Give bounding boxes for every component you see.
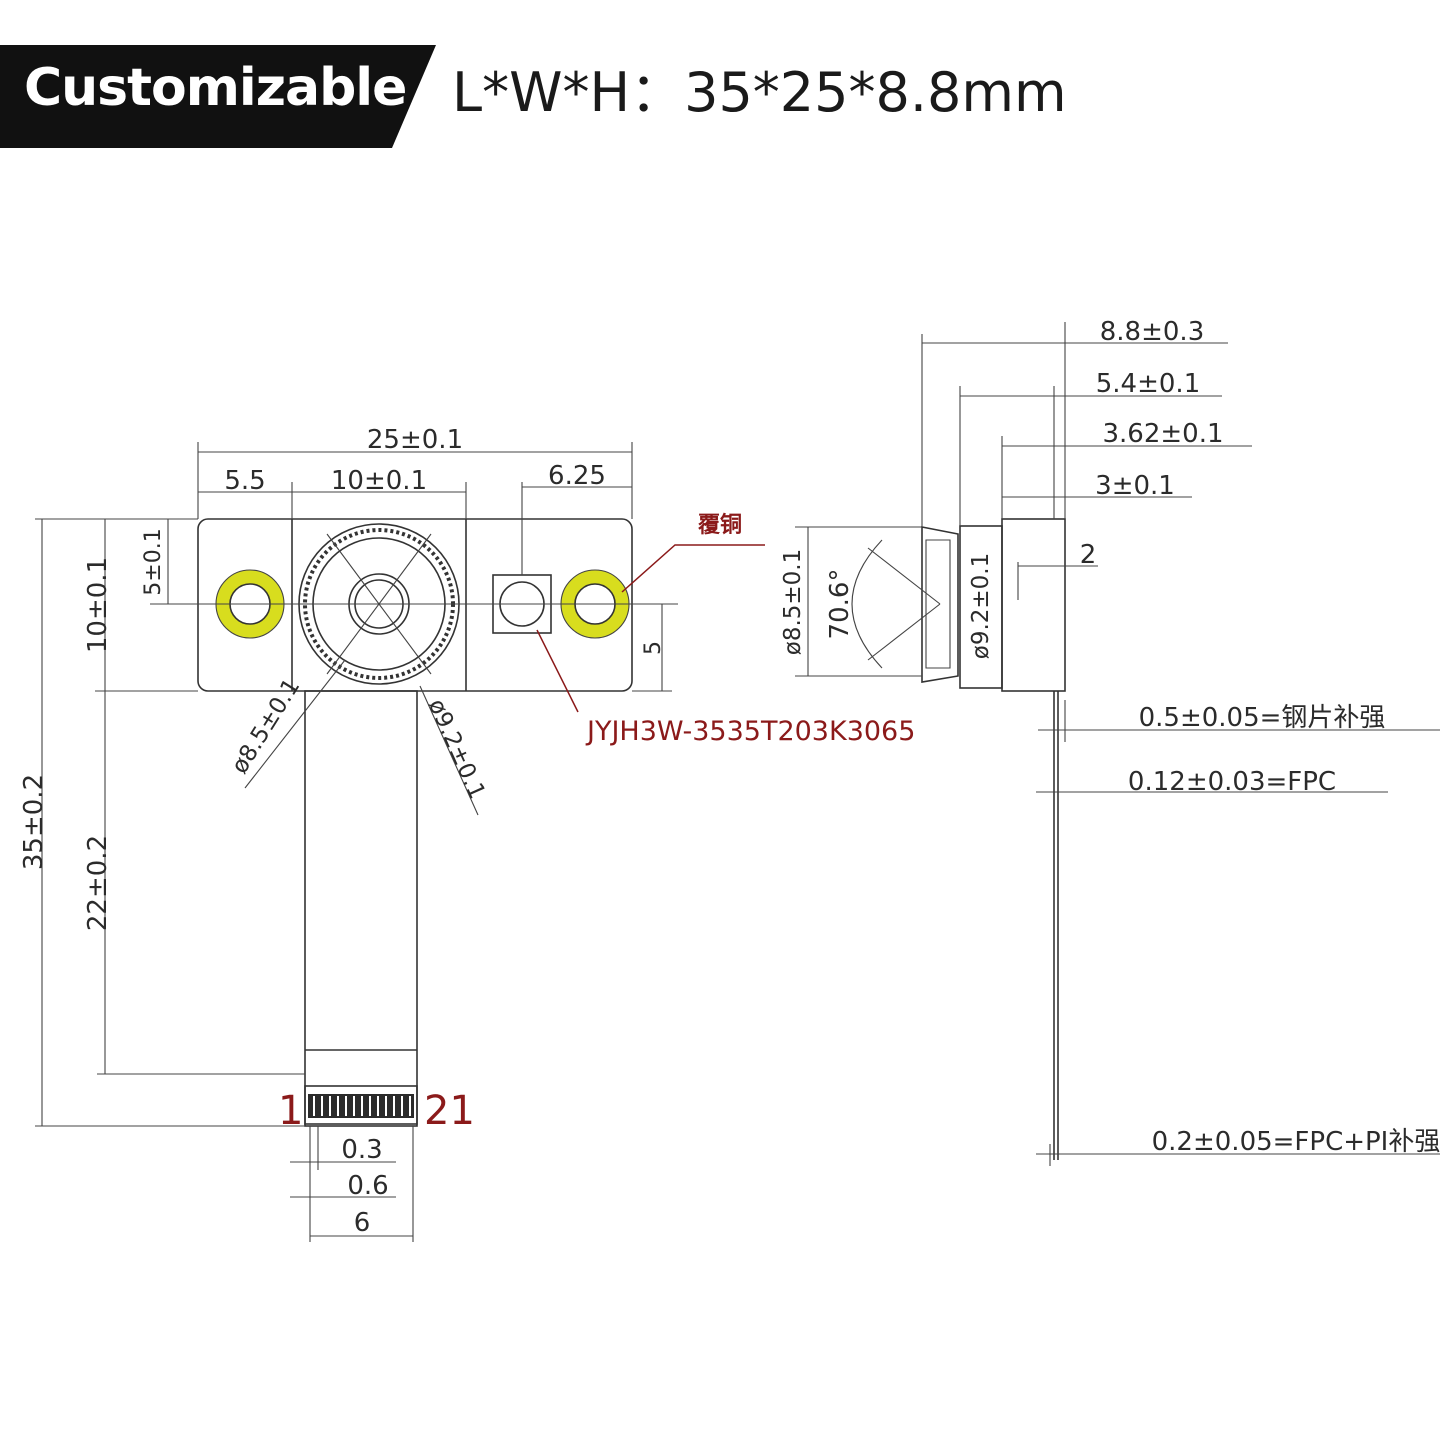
dim-lens-large: ø9.2±0.1 — [423, 695, 490, 803]
dim-holder-dia: ø9.2±0.1 — [968, 553, 994, 660]
side-view: 8.8±0.3 5.4±0.1 3.62±0.1 3±0.1 2 ø8.5±0.… — [780, 317, 1440, 1166]
connector-body — [304, 1085, 418, 1125]
dim-right: 6.25 — [548, 461, 606, 491]
front-view: 25±0.1 5.5 10±0.1 6.25 10±0.1 5±0.1 35±0… — [19, 425, 915, 1242]
copper-label: 覆铜 — [697, 512, 742, 538]
flex-cable — [304, 690, 418, 1127]
pin-first: 1 — [278, 1088, 303, 1134]
dim-lens-height: 5.4±0.1 — [1096, 369, 1200, 399]
dim-total-length: 35±0.2 — [19, 774, 49, 870]
dim-lens-dia: ø8.5±0.1 — [780, 549, 806, 656]
copper-leader — [621, 544, 765, 593]
dim-fov: 70.6° — [825, 569, 855, 640]
dimensions-label: L*W*H：35*25*8.8mm — [452, 61, 1067, 124]
dim-center: 10±0.1 — [331, 466, 427, 496]
badge-label: Customizable — [24, 58, 407, 118]
dim-flex-length: 22±0.2 — [83, 835, 113, 931]
dim-step: 2 — [1080, 540, 1097, 570]
dim-base-height: 3±0.1 — [1095, 471, 1175, 501]
dim-connector-width: 6 — [354, 1208, 371, 1238]
sensor-base-profile — [1001, 518, 1066, 692]
dim-height-board: 10±0.1 — [83, 557, 113, 653]
dim-hole-offset: 5±0.1 — [141, 528, 166, 595]
lens-barrel-profile — [921, 526, 959, 683]
dim-total-height: 8.8±0.3 — [1100, 317, 1204, 347]
dim-holder-height: 3.62±0.1 — [1102, 419, 1223, 449]
connector-pins — [304, 1085, 418, 1125]
dim-pin-width: 0.3 — [341, 1135, 382, 1165]
note-fpc: 0.12±0.03=FPC — [1128, 767, 1336, 797]
part-number: JYJH3W-3535T203K3065 — [585, 716, 915, 747]
customizable-badge — [0, 45, 436, 148]
fov-arc — [851, 539, 883, 669]
note-fpc-pi: 0.2±0.05=FPC+PI补强 — [1152, 1127, 1440, 1157]
note-steel: 0.5±0.05=钢片补强 — [1139, 703, 1386, 733]
dim-right-offset: 5 — [641, 641, 666, 655]
dim-pin-pitch: 0.6 — [347, 1171, 388, 1201]
part-number-leader — [536, 629, 579, 713]
dim-total-width: 25±0.1 — [367, 425, 463, 455]
dim-left: 5.5 — [224, 466, 265, 496]
badge-background — [0, 45, 436, 148]
pin-last: 21 — [424, 1088, 475, 1134]
